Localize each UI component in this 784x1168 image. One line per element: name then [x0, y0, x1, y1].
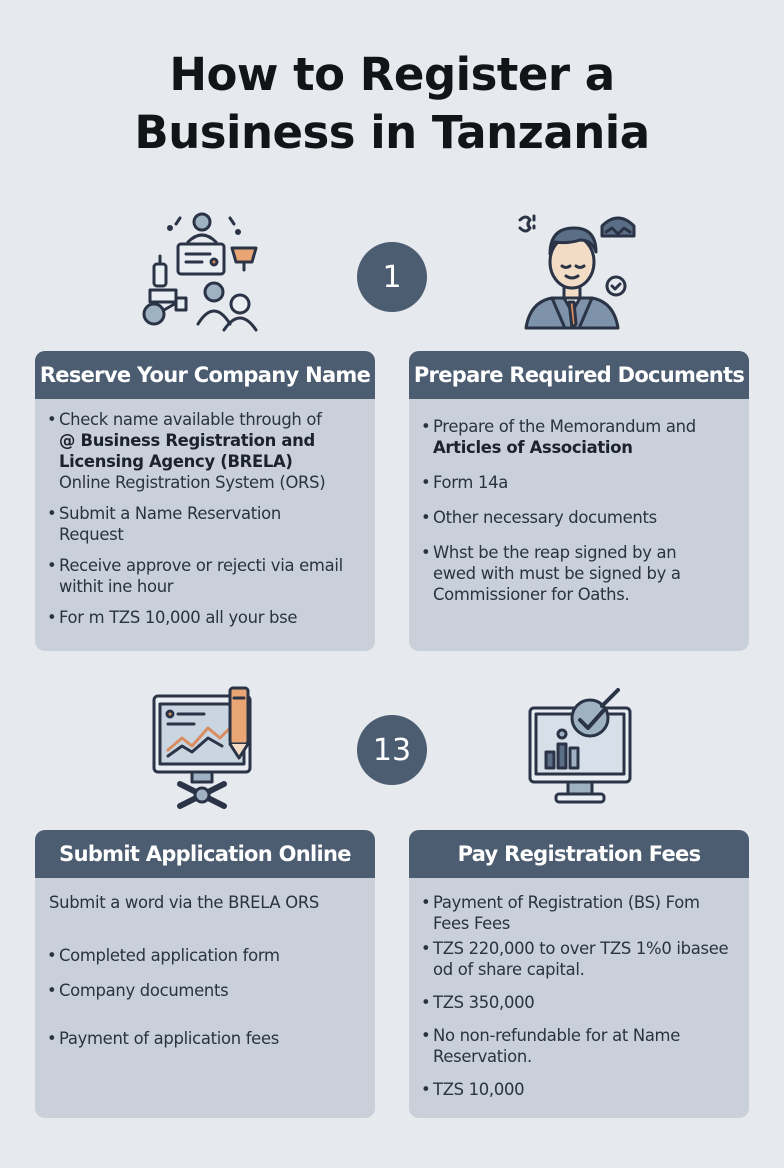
list-item: Whst be the reap signed by an ewed with … — [421, 542, 739, 605]
list-item: Receive approve or rejecti via email wit… — [47, 555, 365, 597]
people-network-icon — [142, 212, 258, 332]
list-item: For m TZS 10,000 all your bse — [47, 607, 365, 628]
list-item: Completed application form — [47, 945, 365, 966]
businessman-icon — [518, 214, 636, 330]
card-heading: Prepare Required Documents — [409, 351, 749, 399]
card-heading: Reserve Your Company Name — [35, 351, 375, 399]
list-item: Prepare of the Memorandum and Articles o… — [421, 416, 739, 458]
card-submit-application: Submit Application Online Submit a word … — [35, 830, 375, 1118]
list-item: Payment of application fees — [47, 1028, 365, 1049]
list-item: No non-refundable for at Name Reservatio… — [421, 1025, 739, 1067]
list-item: Submit a Name Reservation Request — [47, 503, 365, 545]
list-item: Payment of Registration (BS) Fom Fees Fe… — [421, 892, 739, 934]
card-heading: Submit Application Online — [35, 830, 375, 878]
list-item: TZS 10,000 — [421, 1079, 739, 1100]
card-intro: Submit a word via the BRELA ORS — [49, 893, 320, 912]
step-number-1: 1 — [357, 242, 427, 312]
list-item: Form 14a — [421, 472, 739, 493]
card-pay-fees: Pay Registration Fees Payment of Registr… — [409, 830, 749, 1118]
list-item: TZS 220,000 to over TZS 1%0 ibasee od of… — [421, 938, 739, 980]
list-item: TZS 350,000 — [421, 992, 739, 1013]
card-heading: Pay Registration Fees — [409, 830, 749, 878]
card-reserve-name: Reserve Your Company Name Check name ava… — [35, 351, 375, 651]
page-title: How to Register a Business in Tanzania — [0, 46, 784, 162]
list-item: Company documents — [47, 980, 365, 1001]
list-item: Check name available through of @ Busine… — [47, 409, 365, 493]
monitor-checkmark-icon — [528, 688, 632, 804]
list-item: Other necessary documents — [421, 507, 739, 528]
step-number-13: 13 — [357, 715, 427, 785]
monitor-chart-icon — [152, 686, 252, 809]
page-title-line-1: How to Register a — [169, 48, 615, 101]
page-title-line-2: Business in Tanzania — [134, 106, 650, 159]
card-prepare-documents: Prepare Required Documents Prepare of th… — [409, 351, 749, 651]
